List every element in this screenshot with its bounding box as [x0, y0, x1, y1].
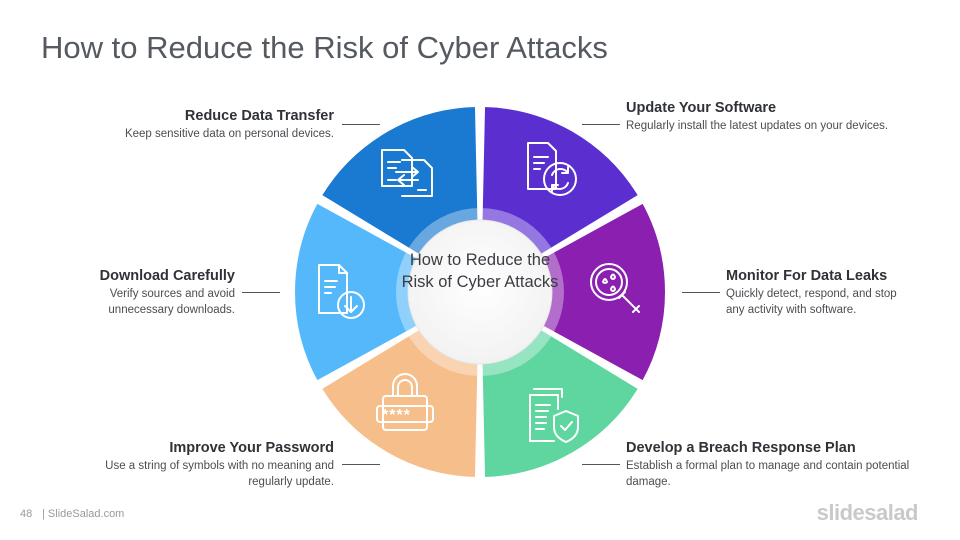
item-improve-password: Improve Your Password Use a string of sy…	[44, 439, 334, 490]
padlock-password-icon	[376, 373, 434, 431]
item-heading: Download Carefully	[99, 268, 235, 284]
document-download-icon	[318, 264, 365, 319]
connector-line	[582, 124, 620, 125]
item-download-carefully: Download Carefully Verify sources and av…	[20, 267, 235, 318]
page-title: How to Reduce the Risk of Cyber Attacks	[41, 30, 608, 65]
item-text: Keep sensitive data on personal devices.	[124, 128, 334, 140]
connector-line	[582, 464, 620, 465]
item-heading: Develop a Breach Response Plan	[626, 440, 856, 456]
item-reduce-transfer: Reduce Data Transfer Keep sensitive data…	[44, 107, 334, 143]
document-shield-icon	[529, 388, 579, 443]
page-number: 48	[20, 508, 33, 520]
wheel-segment	[293, 201, 483, 383]
item-heading: Monitor For Data Leaks	[726, 268, 888, 284]
connector-line	[682, 292, 720, 293]
center-label: How to Reduce the Risk of Cyber Attacks	[401, 251, 559, 291]
wheel-segment	[477, 201, 667, 383]
item-text: Verify sources and avoid unnecessary dow…	[108, 288, 235, 316]
item-text: Establish a formal plan to manage and co…	[626, 460, 910, 488]
item-update-software: Update Your Software Regularly install t…	[626, 99, 916, 135]
magnifier-droplet-icon	[590, 263, 640, 313]
document-refresh-icon	[527, 142, 577, 196]
item-heading: Update Your Software	[626, 100, 777, 116]
item-heading: Reduce Data Transfer	[184, 108, 334, 124]
password-asterisks: ****	[382, 407, 411, 424]
item-text: Quickly detect, respond, and stop any ac…	[726, 288, 897, 316]
brand-logo: slidesalad	[816, 500, 919, 525]
connector-line	[342, 124, 380, 125]
connector-line	[342, 464, 380, 465]
footer-site: | SlideSalad.com	[42, 508, 125, 520]
item-text: Use a string of symbols with no meaning …	[105, 460, 334, 488]
item-breach-plan: Develop a Breach Response Plan Establish…	[626, 439, 916, 490]
item-monitor-leaks: Monitor For Data Leaks Quickly detect, r…	[726, 267, 936, 318]
connector-line	[242, 292, 280, 293]
document-transfer-icon	[381, 149, 433, 197]
center-circle	[407, 219, 553, 365]
item-heading: Improve Your Password	[169, 440, 334, 456]
item-text: Regularly install the latest updates on …	[626, 120, 889, 132]
